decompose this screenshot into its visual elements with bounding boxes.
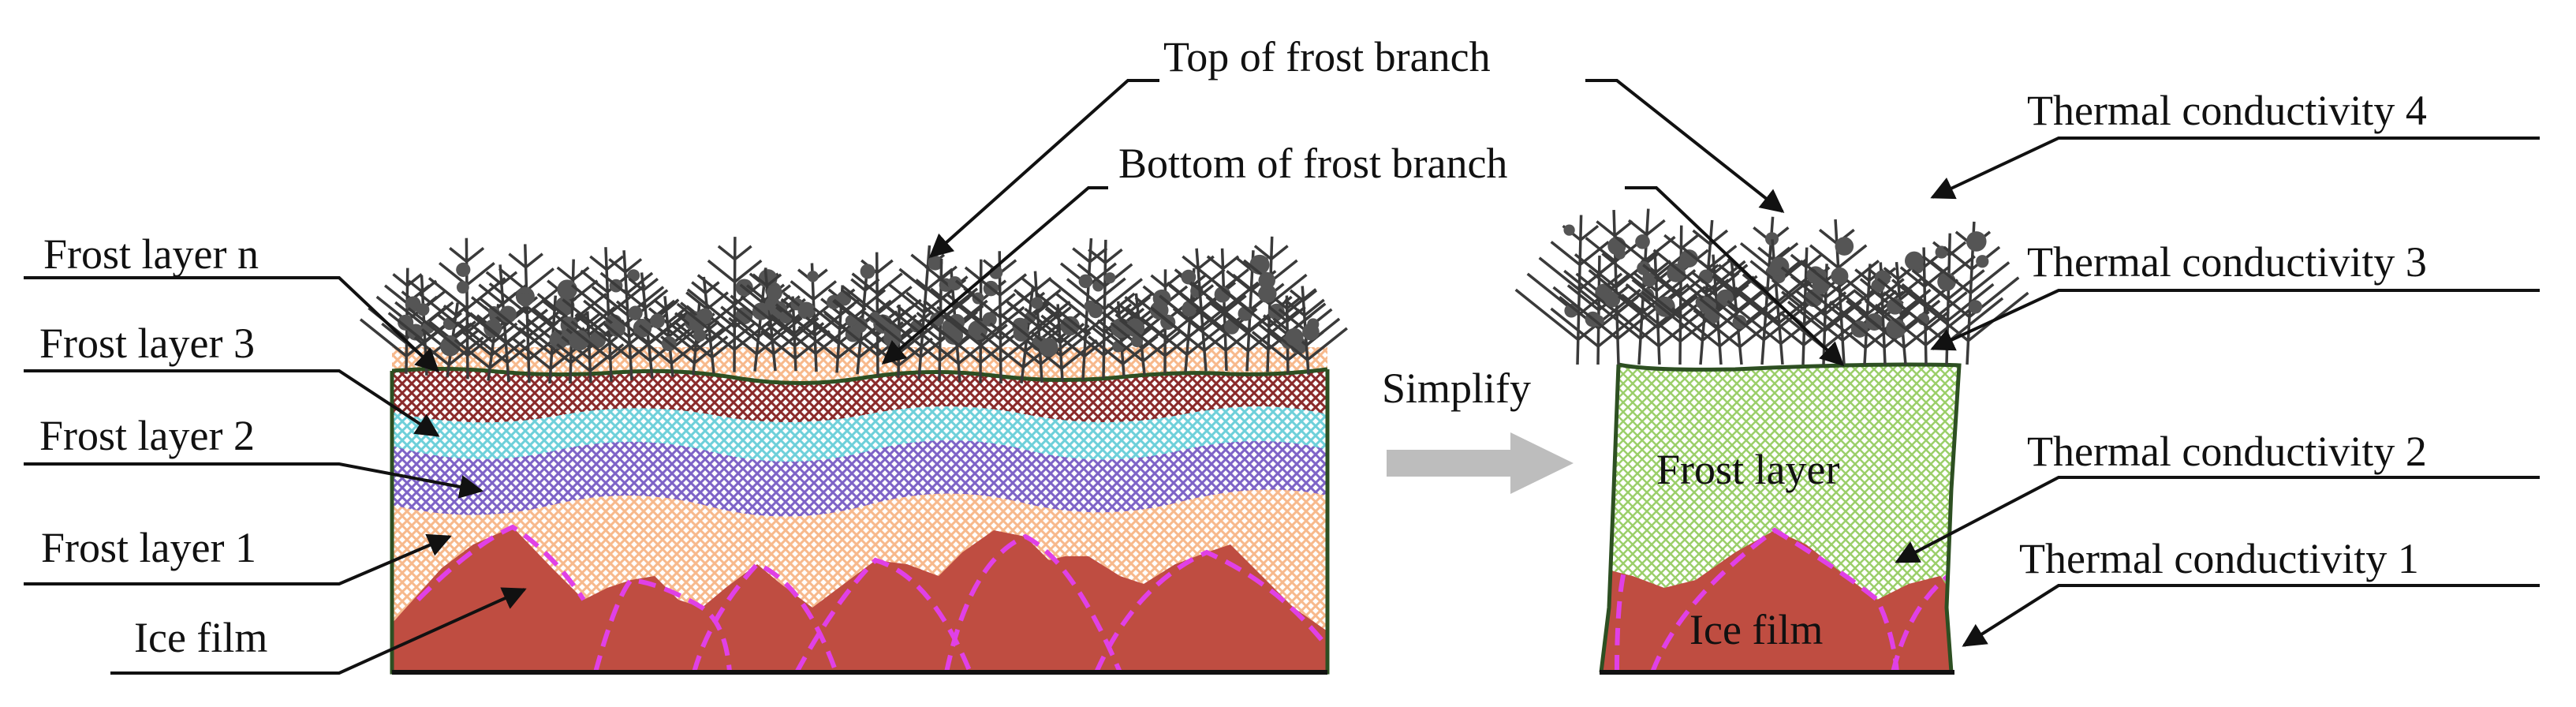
frost-crystal xyxy=(696,308,714,325)
frost-crystal xyxy=(982,312,997,327)
frost-crystal xyxy=(416,303,430,316)
frost-crystal xyxy=(845,315,857,327)
frost-crystal xyxy=(650,313,666,329)
simplify-arrow xyxy=(1387,432,1574,494)
ice-film-left-region xyxy=(392,527,1327,672)
frost-crystal xyxy=(1831,267,1849,285)
frost-crystal xyxy=(1966,231,1987,252)
label-tc1: Thermal conductivity 1 xyxy=(2019,535,2419,582)
frost-crystal xyxy=(1039,338,1058,357)
label-simplify: Simplify xyxy=(1382,365,1531,412)
frost-crystal xyxy=(693,328,707,342)
frost-crystal xyxy=(456,281,469,294)
label-frost-layer-1: Frost layer 1 xyxy=(41,524,256,571)
frost-crystal xyxy=(1307,318,1320,331)
frost-crystal xyxy=(1104,272,1116,284)
leader-frost-layer-n xyxy=(24,276,440,373)
frost-crystal xyxy=(1126,318,1145,338)
frost-crystal xyxy=(797,301,816,320)
frost-crystal xyxy=(1592,315,1604,327)
frost-branches-left xyxy=(359,236,1348,384)
label-tc2: Thermal conductivity 2 xyxy=(2027,428,2427,475)
leader-top-branch-right xyxy=(1585,79,1785,213)
frost-crystal xyxy=(1130,335,1144,347)
frost-crystal xyxy=(1258,271,1275,290)
leader-ice-film-left xyxy=(110,587,527,675)
frost-crystal xyxy=(1968,300,1983,314)
frost-layer-3-region xyxy=(392,393,1327,462)
label-frost-layer-2: Frost layer 2 xyxy=(39,412,255,459)
label-frost-layer-right: Frost layer xyxy=(1656,446,1839,493)
frost-crystal xyxy=(1182,301,1197,317)
frost-crystal xyxy=(1637,260,1652,275)
frost-crystal xyxy=(1258,284,1277,303)
frost-crystal xyxy=(928,255,943,271)
frost-crystal xyxy=(487,305,500,318)
frost-crystal xyxy=(1078,274,1093,289)
frost-crystal xyxy=(1769,256,1790,276)
leader-frost-layer-1 xyxy=(24,533,452,585)
right-frost-block xyxy=(1601,365,1959,672)
label-top-branch: Top of frost branch xyxy=(1163,33,1491,80)
ice-grain-boundaries-left xyxy=(416,524,1327,672)
frost-crystal xyxy=(628,305,643,320)
frost-crystal xyxy=(609,320,625,338)
leader-lines xyxy=(24,79,2540,675)
frost-crystal xyxy=(456,262,471,278)
label-ice-film-left: Ice film xyxy=(134,614,267,661)
frost-crystal xyxy=(1150,301,1169,320)
frost-crystal xyxy=(1976,255,1989,268)
frost-crystal xyxy=(807,271,819,282)
frost-crystal xyxy=(1013,325,1029,342)
frost-crystal xyxy=(398,314,414,331)
ice-film-right-region xyxy=(1601,530,1956,672)
frost-crystal xyxy=(947,276,962,291)
label-frost-layer-3: Frost layer 3 xyxy=(39,320,255,367)
label-bottom-branch: Bottom of frost branch xyxy=(1118,140,1507,187)
text-labels: Top of frost branch Bottom of frost bran… xyxy=(39,33,2427,661)
frost-crystal xyxy=(1635,234,1650,249)
frost-crystal xyxy=(944,325,964,345)
left-frost-block xyxy=(392,347,1327,672)
label-tc3: Thermal conductivity 3 xyxy=(2027,238,2427,286)
label-frost-layer-n: Frost layer n xyxy=(43,230,259,278)
label-tc4: Thermal conductivity 4 xyxy=(2027,87,2427,134)
frost-crystal xyxy=(518,293,532,307)
frost-crystal xyxy=(1564,304,1578,318)
frost-layer-n-region xyxy=(392,368,1327,423)
frost-crystal xyxy=(1887,297,1904,315)
left-top-surface xyxy=(392,367,1327,386)
frost-crystal xyxy=(860,264,875,279)
leader-frost-layer-3 xyxy=(24,369,440,437)
frost-crystal xyxy=(1904,251,1924,271)
leader-frost-layer-2 xyxy=(24,462,483,499)
leader-bottom-branch-left xyxy=(881,186,1108,365)
frost-crystal xyxy=(766,285,782,301)
leader-tc3 xyxy=(1930,289,2540,351)
leader-bottom-branch-right xyxy=(1625,186,1845,367)
frost-crystal xyxy=(1677,257,1689,269)
frost-branches-right xyxy=(1514,208,2029,365)
leader-tc2 xyxy=(1895,476,2540,563)
frost-crystal xyxy=(557,279,577,300)
frost-crystal xyxy=(1604,291,1621,308)
frost-crystal xyxy=(1563,224,1575,236)
leader-tc1 xyxy=(1962,584,2540,647)
frost-crystal xyxy=(1835,237,1854,256)
frost-crystal xyxy=(1285,327,1304,346)
leader-top-branch-left xyxy=(928,79,1159,258)
frost-crystal xyxy=(1181,269,1197,285)
label-ice-film-right: Ice film xyxy=(1689,606,1823,653)
ice-grain-boundaries-right xyxy=(1615,527,1950,672)
leader-tc4 xyxy=(1930,137,2540,200)
frost-crystal xyxy=(1765,232,1779,246)
frost-crystal xyxy=(570,330,589,349)
frost-crystal xyxy=(1641,272,1656,287)
frost-crystal xyxy=(1088,304,1103,319)
frost-crystal xyxy=(483,319,502,338)
frost-crystal xyxy=(1031,297,1043,309)
